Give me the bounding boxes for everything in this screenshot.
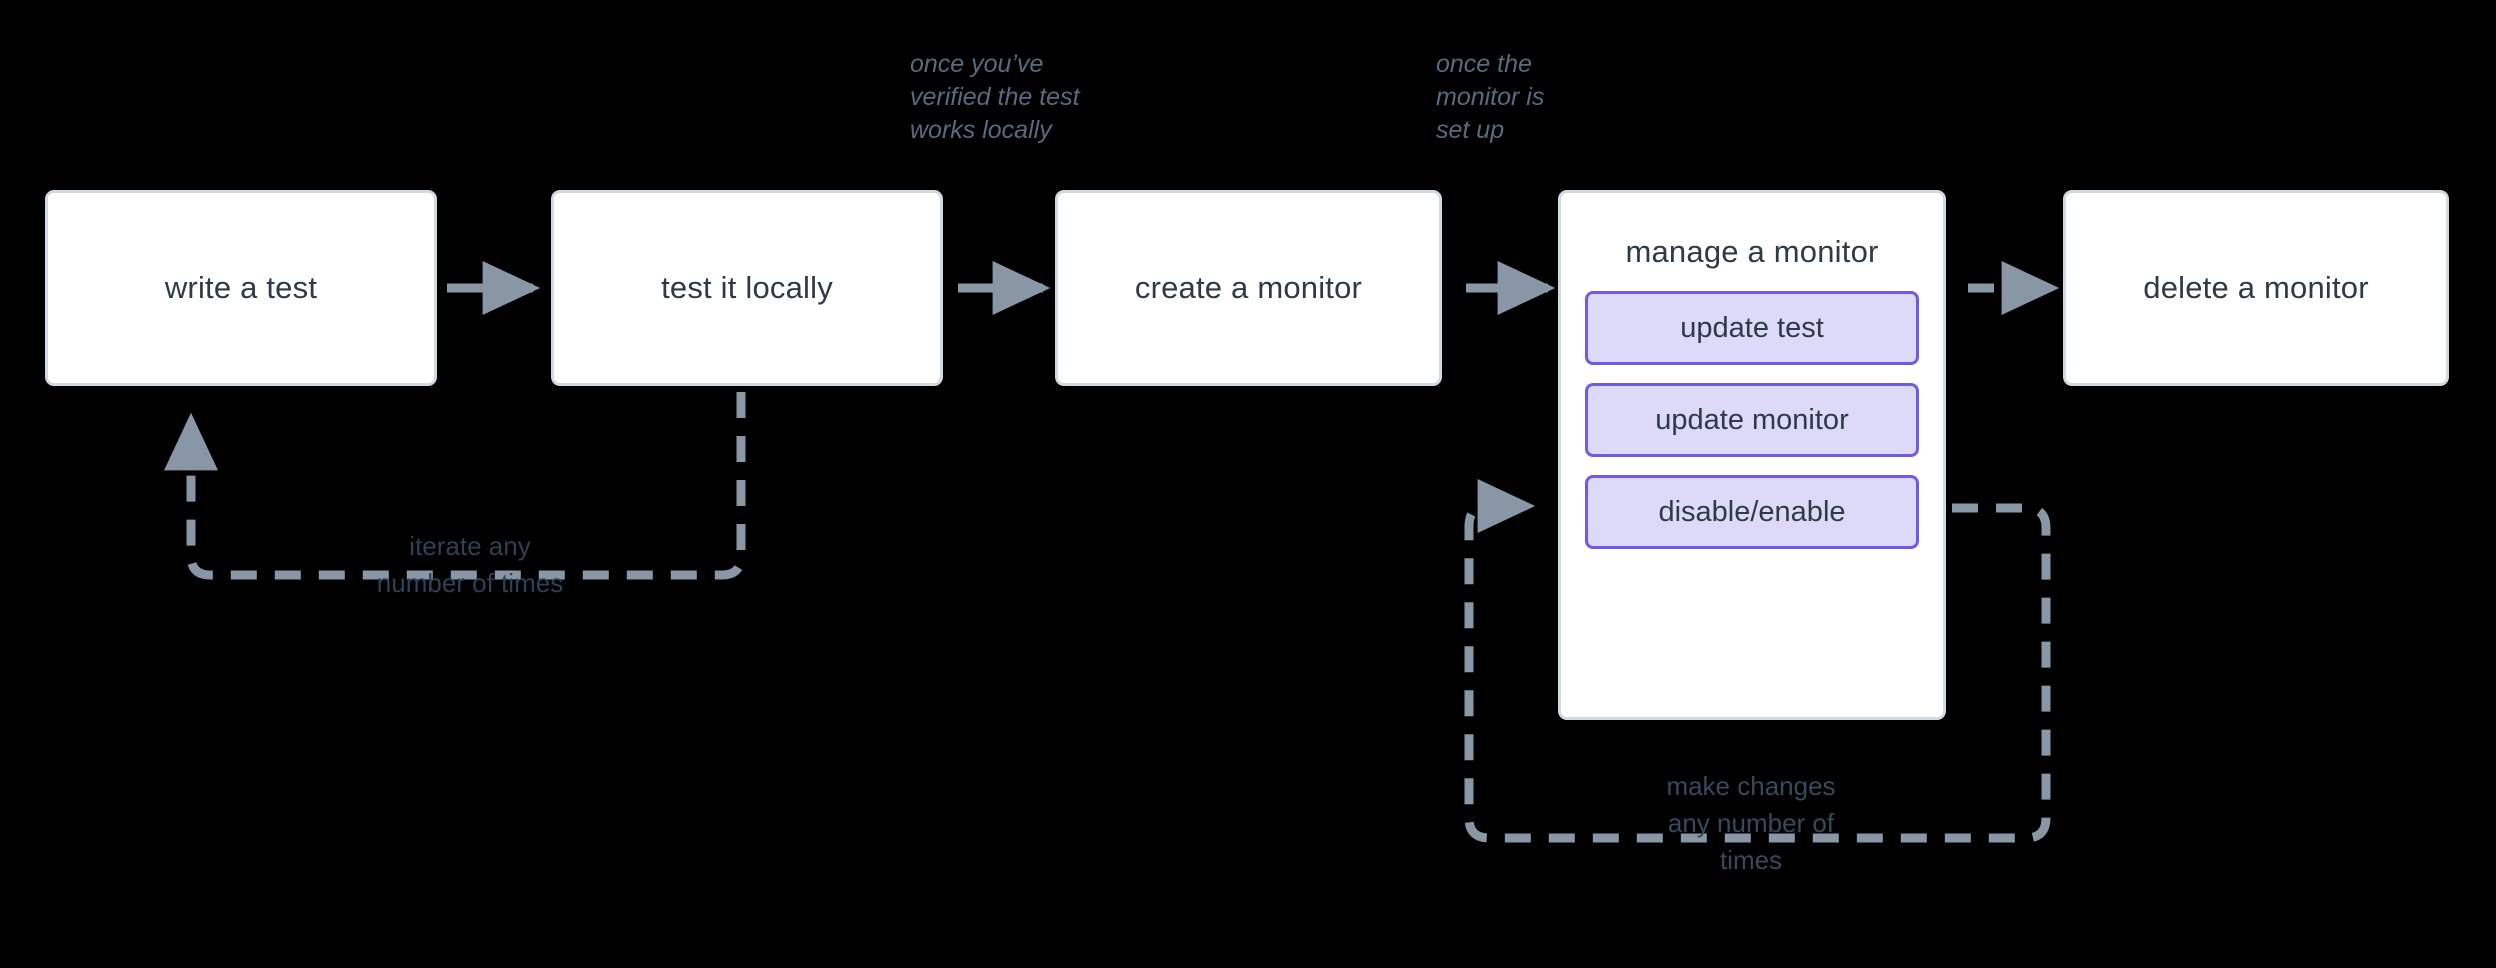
node-label-manage-a-monitor-wrapper: manage a monitor <box>1561 213 1943 291</box>
note-verified-locally: once you’ve verified the test works loca… <box>910 50 1080 144</box>
node-test-it-locally[interactable]: test it locally <box>551 190 943 386</box>
node-delete-a-monitor[interactable]: delete a monitor <box>2063 190 2449 386</box>
chip-label-update-monitor: update monitor <box>1655 403 1849 436</box>
chip-disable-enable[interactable]: disable/enable <box>1585 475 1919 549</box>
loop-label-make-changes: make changes any number of times <box>1666 771 1836 875</box>
node-label-manage-a-monitor: manage a monitor <box>1625 234 1879 269</box>
node-manage-a-monitor[interactable]: manage a monitor update test update moni… <box>1558 190 1946 720</box>
node-create-a-monitor[interactable]: create a monitor <box>1055 190 1442 386</box>
loop-label-iterate: iterate any number of times <box>376 531 564 598</box>
node-label-delete-a-monitor: delete a monitor <box>2143 270 2369 305</box>
chip-label-disable-enable: disable/enable <box>1658 495 1846 528</box>
chip-label-update-test: update test <box>1680 311 1824 344</box>
chip-update-test[interactable]: update test <box>1585 291 1919 365</box>
chip-update-monitor[interactable]: update monitor <box>1585 383 1919 457</box>
node-label-write-a-test: write a test <box>164 270 318 305</box>
manage-monitor-action-list: update test update monitor disable/enabl… <box>1561 291 1943 571</box>
note-monitor-set-up: once the monitor is set up <box>1436 50 1545 144</box>
node-write-a-test[interactable]: write a test <box>45 190 437 386</box>
node-label-create-a-monitor: create a monitor <box>1134 270 1363 305</box>
node-label-test-it-locally: test it locally <box>661 270 833 305</box>
